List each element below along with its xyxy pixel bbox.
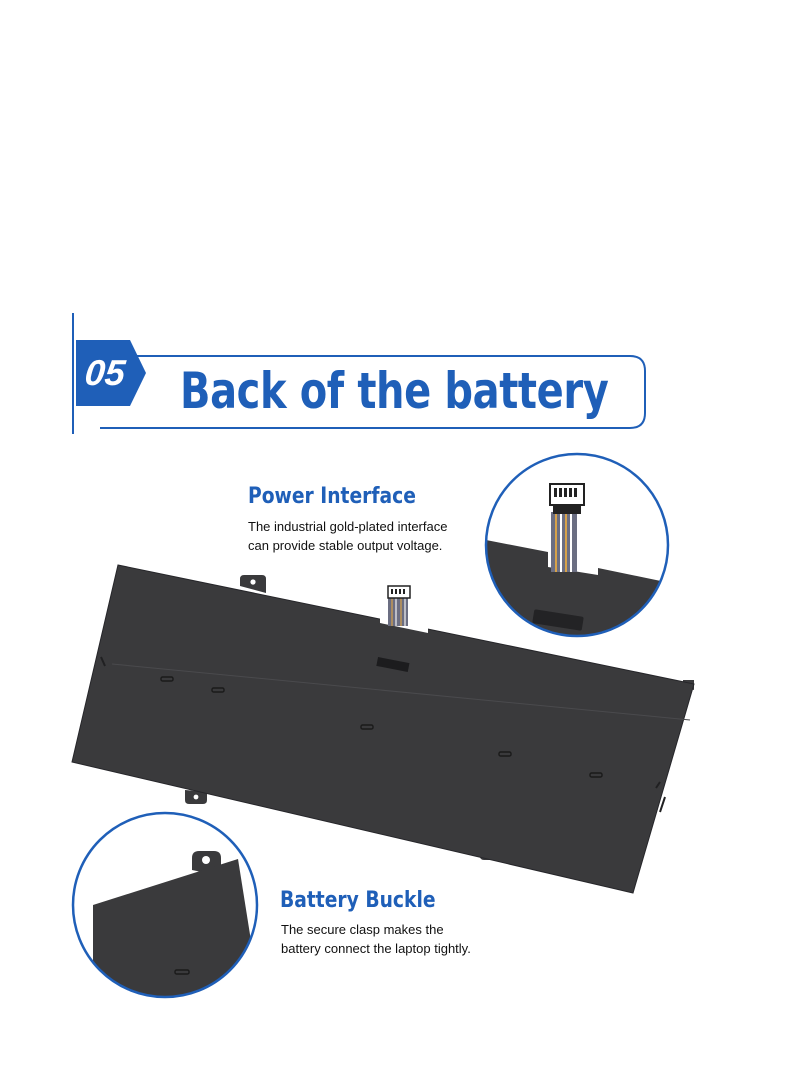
header-frame xyxy=(72,313,646,434)
section-number: 05 xyxy=(82,352,128,393)
battery-buckle-line-2: battery connect the laptop tightly. xyxy=(281,941,471,956)
power-interface-line-1: The industrial gold-plated interface xyxy=(248,519,448,534)
power-connector xyxy=(387,585,411,626)
battery-buckle-heading: Battery Buckle xyxy=(280,888,436,913)
power-interface-heading: Power Interface xyxy=(248,484,416,509)
battery-buckle-zoom xyxy=(71,811,259,999)
power-interface-line-2: can provide stable output voltage. xyxy=(248,538,443,553)
battery-buckle-line-1: The secure clasp makes the xyxy=(281,922,444,937)
battery-buckle-description: The secure clasp makes the battery conne… xyxy=(281,920,471,958)
section-number-badge xyxy=(76,340,146,406)
power-interface-description: The industrial gold-plated interface can… xyxy=(248,517,447,555)
section-title: Back of the battery xyxy=(180,362,609,420)
power-interface-zoom xyxy=(484,452,670,638)
